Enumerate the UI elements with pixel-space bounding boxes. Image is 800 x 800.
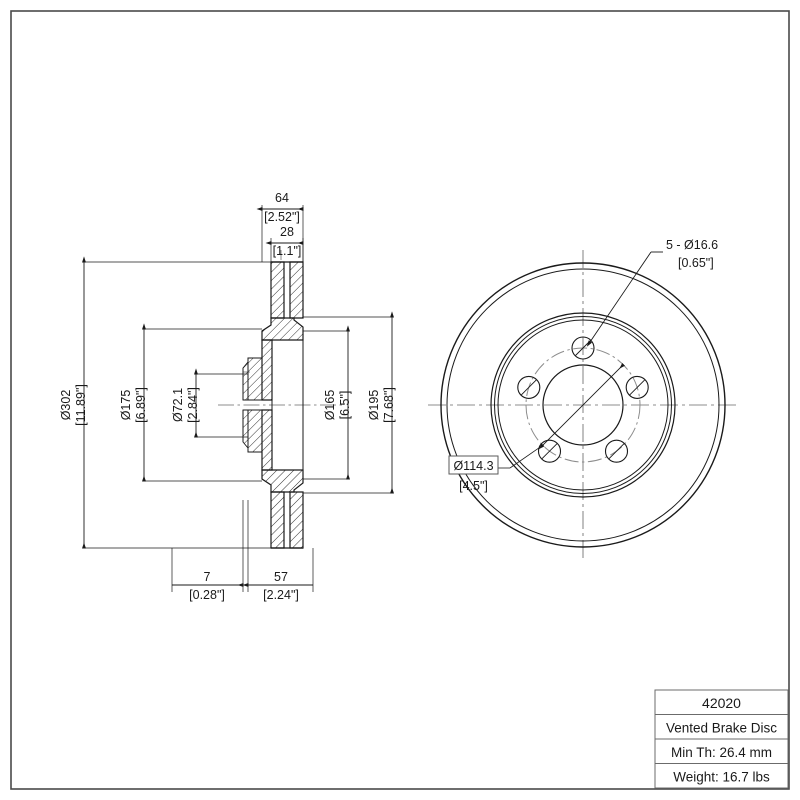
dimension-hat-od: Ø165 [6.5"] (303, 325, 352, 480)
friction-plate-inboard-lower (270, 491, 285, 549)
cross-section-view (218, 250, 345, 549)
friction-plate-inboard (270, 261, 285, 319)
dimension-plate-id-inch: [7.68"] (382, 387, 396, 423)
front-face-view: Ø114.3 [4.5"] 5 - Ø16.6 [0.65"] (428, 238, 738, 560)
dimension-hat-depth-inch: [2.24"] (263, 588, 299, 602)
rotor-to-hat-transition-lower (261, 469, 304, 493)
dimension-vent-od-inch: [6.89"] (134, 387, 148, 423)
hat-outer-edge (497, 319, 669, 491)
hat-wall-upper (261, 339, 273, 401)
dimension-overall-thickness-inch: [2.52"] (264, 210, 300, 224)
dimension-disc-thickness-value: 28 (280, 225, 294, 239)
dimension-center-bore-value: Ø72.1 (171, 388, 185, 422)
dimension-disc-thickness-inch: [1.1"] (273, 244, 302, 258)
rotor-to-hat-transition-upper (261, 317, 304, 341)
vent-gap-lower (283, 492, 291, 548)
title-block-min-thickness: Min Th: 26.4 mm (671, 745, 772, 760)
dimension-vent-od: Ø175 [6.89"] (119, 323, 262, 482)
bolt-circle-dimension-line (538, 362, 626, 450)
dimension-od: Ø302 [11.89"] (59, 256, 303, 549)
title-block-description: Vented Brake Disc (666, 721, 777, 736)
rotor-outer-diameter (440, 262, 726, 548)
vent-band-inner (494, 316, 672, 494)
pilot-lip-upper (242, 360, 249, 401)
bolt-hole (604, 439, 629, 463)
dimension-hat-thickness-inch: [0.28"] (189, 588, 225, 602)
annotation-bolt-circle-value: Ø114.3 (453, 459, 493, 473)
dimension-plate-id-value: Ø195 (367, 390, 381, 421)
mounting-flange-lower (247, 409, 263, 453)
bolt-hole (537, 439, 562, 463)
dimension-hat-thickness: 7 [0.28"] (171, 500, 244, 602)
title-block: 42020 Vented Brake Disc Min Th: 26.4 mm … (654, 689, 789, 789)
basic-dimension-box (448, 455, 499, 475)
dimension-plate-id: Ø195 [7.68"] (303, 311, 396, 494)
sheet-border (10, 10, 790, 790)
dimension-overall-thickness-value: 64 (275, 191, 289, 205)
bolt-circle-leader (509, 444, 543, 469)
dimension-vent-od-value: Ø175 (119, 390, 133, 421)
friction-plate-outboard (289, 261, 304, 319)
dimension-hat-thickness-value: 7 (204, 570, 211, 584)
friction-plate-outboard-lower (289, 491, 304, 549)
dimension-hat-od-inch: [6.5"] (338, 391, 352, 420)
annotation-bolt-holes-inch: [0.65"] (678, 256, 714, 270)
mounting-flange-upper (247, 357, 263, 401)
section-lower-half (242, 409, 304, 549)
annotation-bolt-holes: 5 - Ø16.6 [0.65"] (666, 238, 718, 270)
dimension-hat-od-value: Ø165 (323, 390, 337, 421)
annotation-bolt-circle-inch: [4.5"] (459, 479, 488, 493)
dimension-overall-thickness: 64 [2.52"] (256, 191, 304, 262)
hat-wall-lower (261, 409, 273, 471)
bolt-hole-leader (586, 251, 652, 347)
dimension-center-bore-inch: [2.84"] (186, 387, 200, 423)
bolt-hole (517, 375, 541, 399)
pilot-lip-lower (242, 409, 249, 450)
vent-band-outer (490, 312, 676, 498)
dimension-center-bore: Ø72.1 [2.84"] (171, 368, 248, 438)
dimension-od-inch: [11.89"] (74, 384, 88, 426)
bolt-hole (625, 375, 649, 399)
dimension-disc-thickness: 28 [1.1"] (265, 225, 304, 262)
dimension-od-value: Ø302 (59, 390, 73, 421)
annotation-bolt-circle: Ø114.3 [4.5"] (448, 455, 499, 493)
dimension-hat-depth: 57 [2.24"] (242, 500, 314, 602)
title-block-part-number: 42020 (702, 695, 741, 711)
rotor-chamfer-circle (446, 268, 720, 542)
annotation-bolt-holes-value: 5 - Ø16.6 (666, 238, 718, 252)
title-block-weight: Weight: 16.7 lbs (673, 770, 770, 785)
section-upper-half (242, 261, 304, 401)
dimension-hat-depth-value: 57 (274, 570, 288, 584)
vent-gap (283, 262, 291, 318)
